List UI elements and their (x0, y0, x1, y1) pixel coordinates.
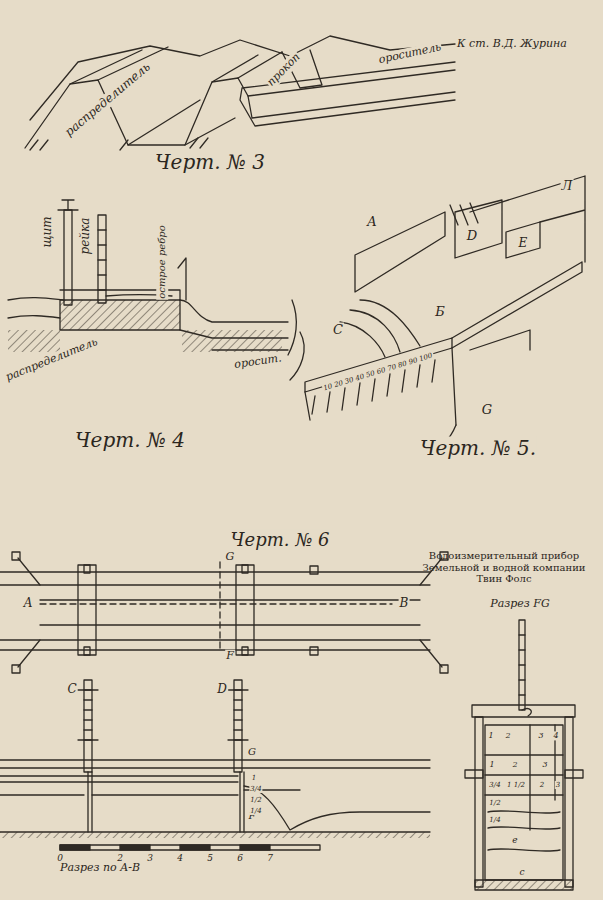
point-letter: e (511, 835, 518, 845)
scale-number: 3/4 (488, 781, 501, 789)
point-letter: A (23, 597, 34, 611)
scale-number: 4 (552, 731, 559, 740)
scale-number: 10 20 30 40 50 60 70 80 90 100 (322, 351, 435, 392)
scale-number: 0 (56, 853, 64, 863)
point-letter: G (247, 746, 257, 758)
scale-number: 1/2 (249, 796, 262, 804)
figure-caption: Черт. № 5. (419, 437, 537, 460)
figure-caption: Черт. № 6 (230, 530, 331, 551)
gate-cross-section (465, 620, 583, 890)
part-label: рейка (79, 217, 93, 256)
point-letter: D (216, 683, 228, 697)
canal-perspective (25, 36, 455, 150)
section-caption: Разрез по A-B (59, 862, 141, 875)
point-letter: C (332, 323, 344, 338)
scale-number: 1 (488, 760, 495, 769)
scale-number: 2 (539, 781, 545, 789)
section-caption: Разрез FG (489, 598, 550, 611)
point-letter: B (399, 597, 410, 611)
scale-number: 1 (487, 731, 494, 740)
scale-number: 7 (266, 853, 274, 863)
scale-number: 4 (176, 853, 184, 863)
scale-number: 3 (537, 731, 544, 740)
point-letter: A (366, 215, 377, 230)
scale-number: 1/2 (488, 799, 501, 807)
channel-name: распределитель (62, 60, 154, 141)
part-label: острое ребро (156, 224, 168, 299)
point-letter: F (225, 650, 235, 663)
scale-number: 1 1/2 (506, 781, 526, 789)
scale-number: 5 (206, 853, 214, 863)
scale-number: 1/4 (249, 807, 262, 815)
part-label: щит (41, 215, 55, 248)
point-letter: E (518, 237, 529, 251)
point-letter: G (225, 551, 236, 564)
scale-number: 3 (146, 853, 154, 863)
scale-number: 3 (541, 760, 548, 769)
point-letter: Б (434, 305, 446, 320)
figure-caption: Черт. № 3 (154, 151, 266, 174)
weir-box (288, 176, 585, 458)
scale-number: 2 (504, 731, 511, 740)
figure-caption: Черт. № 4 (74, 429, 186, 452)
scale-number: 1 (251, 774, 257, 782)
scale-number: 3/4 (249, 785, 262, 793)
channel-name: оросит. (233, 352, 284, 371)
gate-section (8, 200, 288, 352)
channel-name: распределитель (3, 335, 100, 384)
scale-number: 3 (555, 781, 561, 789)
meter-section (0, 680, 430, 850)
channel-name: прокоп (264, 50, 303, 89)
point-letter: D (466, 229, 478, 244)
point-letter: c (518, 867, 525, 877)
channel-name: ороситель (377, 41, 444, 67)
meter-plan (0, 552, 448, 673)
scale-number: 2 (511, 760, 518, 769)
point-letter: G (481, 403, 493, 418)
scale-number: 2 (116, 853, 124, 863)
scale-number: 6 (236, 853, 244, 863)
reference-note: К ст. В.Д. Журина (456, 38, 568, 51)
drawing-title: Водоизмерительный прибор Земельной и вод… (408, 550, 600, 585)
scale-number: 1/4 (488, 816, 501, 824)
point-letter: C (66, 683, 77, 697)
point-letter: Л (561, 179, 574, 194)
